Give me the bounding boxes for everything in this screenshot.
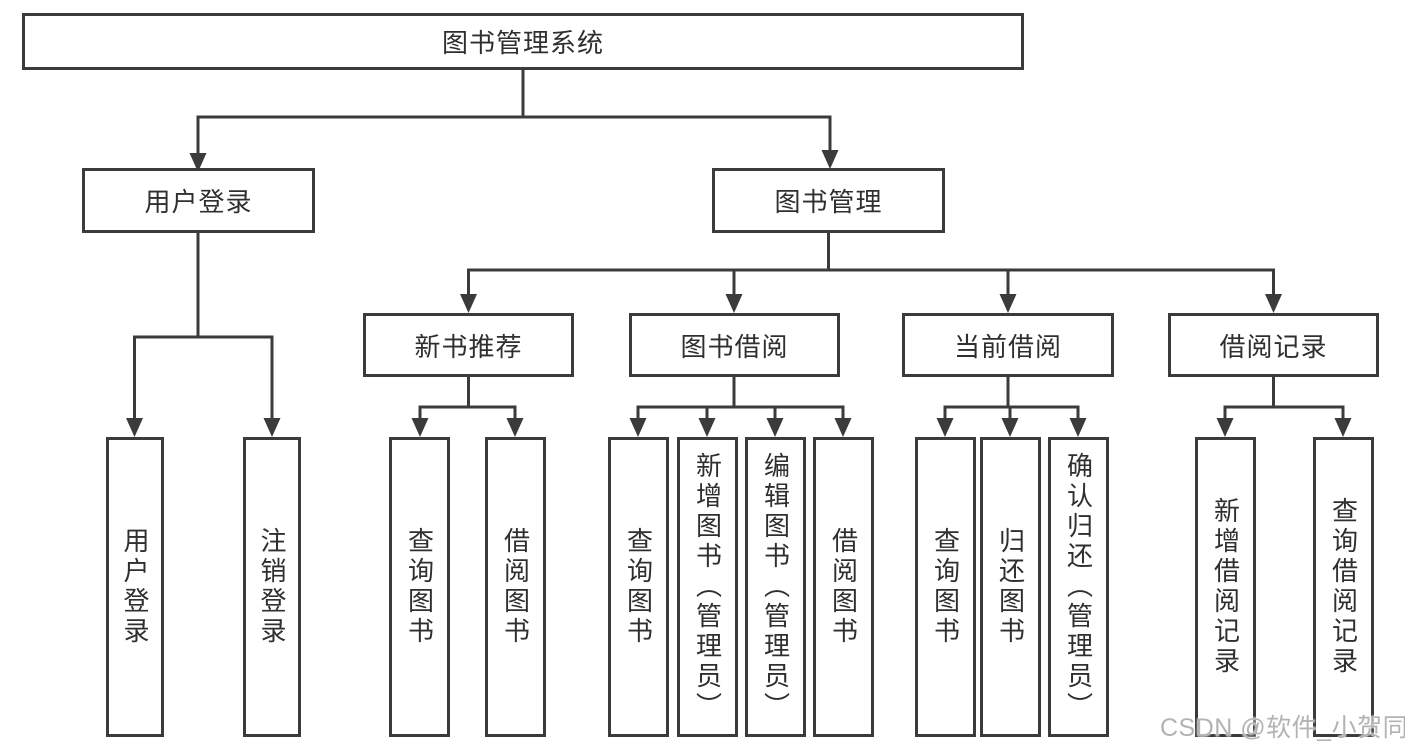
node-book-management: 图书管理 [712, 168, 945, 233]
leaf-label: 确认归还（管理员） [1063, 452, 1094, 722]
leaf-label: 查询图书 [623, 527, 654, 647]
leaf-borrow-books-1: 借阅图书 [485, 437, 546, 737]
leaf-label: 归还图书 [995, 527, 1026, 647]
leaf-query-borrow-record: 查询借阅记录 [1313, 437, 1374, 737]
leaf-user-login: 用户登录 [106, 437, 164, 737]
leaf-label: 编辑图书（管理员） [760, 452, 791, 722]
leaf-label: 新增借阅记录 [1210, 497, 1241, 677]
node-book-borrowing: 图书借阅 [629, 313, 840, 377]
leaf-label: 查询图书 [404, 527, 435, 647]
leaf-label: 查询图书 [930, 527, 961, 647]
leaf-add-borrow-record: 新增借阅记录 [1195, 437, 1256, 737]
node-borrowing-records: 借阅记录 [1168, 313, 1379, 377]
leaf-label: 查询借阅记录 [1328, 497, 1359, 677]
leaf-confirm-return-admin: 确认归还（管理员） [1048, 437, 1109, 737]
node-current-borrowing: 当前借阅 [902, 313, 1114, 377]
leaf-add-books-admin: 新增图书（管理员） [677, 437, 738, 737]
leaf-return-books: 归还图书 [980, 437, 1041, 737]
leaf-query-books-2: 查询图书 [608, 437, 669, 737]
leaf-label: 新增图书（管理员） [692, 452, 723, 722]
leaf-edit-books-admin: 编辑图书（管理员） [745, 437, 806, 737]
leaf-label: 用户登录 [120, 527, 150, 647]
leaf-label: 借阅图书 [828, 527, 859, 647]
leaf-borrow-books-2: 借阅图书 [813, 437, 874, 737]
leaf-query-books-1: 查询图书 [389, 437, 450, 737]
csdn-watermark: CSDN @软件_小贺同学 [1160, 714, 1405, 742]
leaf-label: 注销登录 [257, 527, 287, 647]
leaf-query-books-3: 查询图书 [915, 437, 976, 737]
leaf-logout: 注销登录 [243, 437, 301, 737]
root-node-library-system: 图书管理系统 [22, 13, 1024, 70]
node-user-login: 用户登录 [82, 168, 315, 233]
leaf-label: 借阅图书 [500, 527, 531, 647]
node-new-book-recommend: 新书推荐 [363, 313, 574, 377]
